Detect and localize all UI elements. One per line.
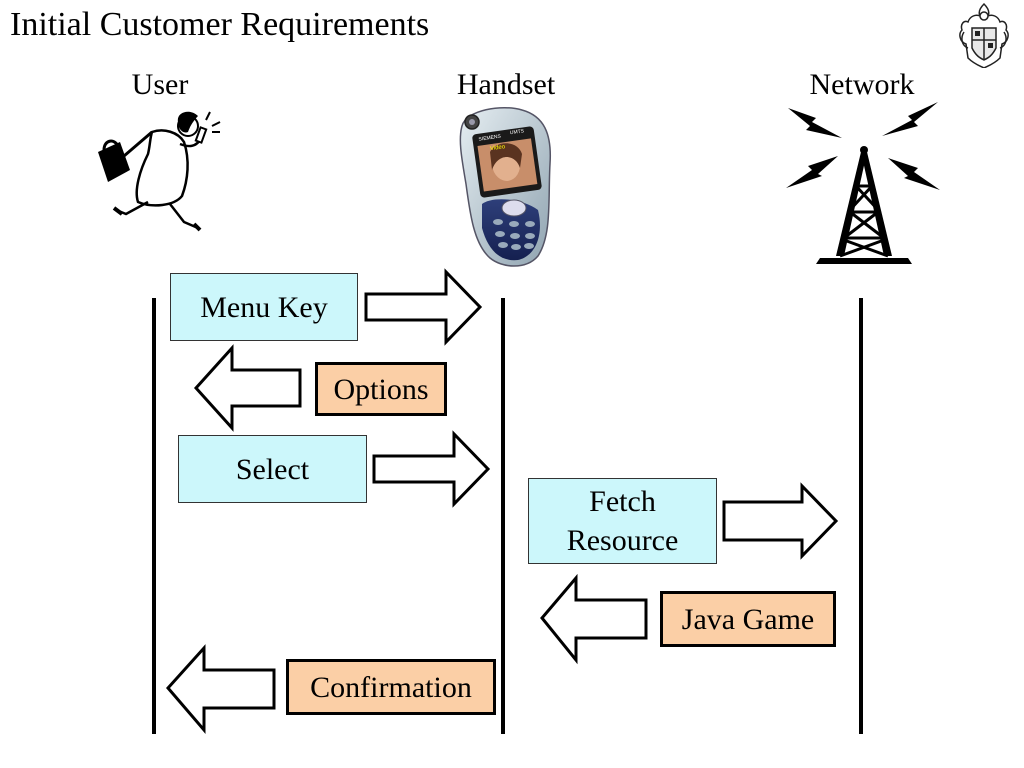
handset-mode-label: Video [490, 144, 507, 152]
message-box-menu-key: Menu Key [170, 273, 358, 341]
actor-label-network: Network [809, 68, 915, 101]
message-box-confirmation: Confirmation [286, 659, 496, 715]
handset-brand-label: SIEMENS [478, 134, 502, 143]
actor-label-user: User [131, 68, 189, 101]
message-box-select: Select [178, 435, 367, 503]
right-arrow-icon [722, 482, 839, 560]
message-box-java-game: Java Game [660, 591, 836, 647]
right-arrow-icon [372, 430, 491, 508]
message-box-fetch-resource: Fetch Resource [528, 478, 717, 564]
handset-network-label: UMTS [510, 128, 526, 136]
actor-label-handset: Handset [456, 68, 556, 101]
left-arrow-icon [193, 344, 302, 432]
right-arrow-icon [364, 268, 483, 346]
lifeline-handset [501, 298, 505, 734]
network-tower-icon [786, 102, 940, 264]
slide-title: Initial Customer Requirements [10, 6, 430, 43]
crest-logo-icon [959, 2, 1009, 68]
left-arrow-icon [540, 573, 648, 665]
mobile-handset-icon: SIEMENS UMTS Video [459, 107, 552, 267]
user-running-woman-icon [98, 111, 221, 232]
lifeline-user [152, 298, 156, 734]
left-arrow-icon [166, 644, 276, 735]
lifeline-network [859, 298, 863, 734]
message-box-options: Options [315, 362, 447, 416]
